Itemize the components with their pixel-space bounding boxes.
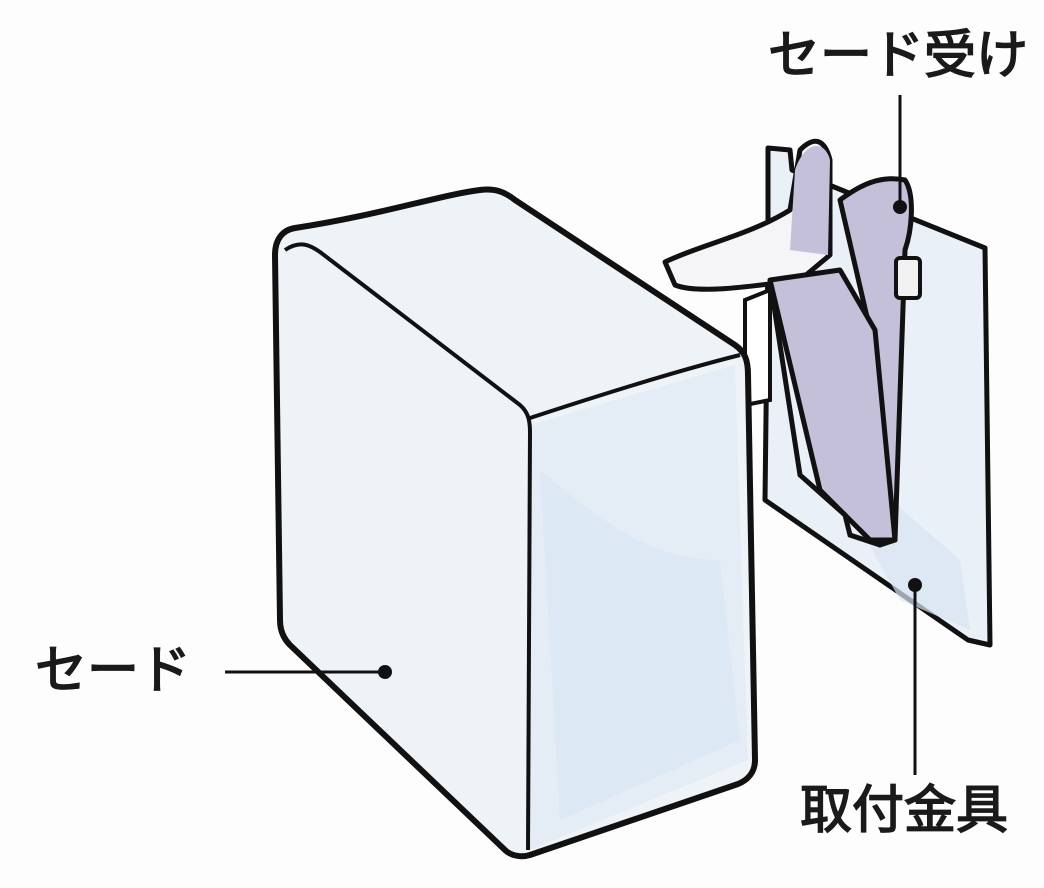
leader-lines [225, 95, 922, 775]
label-mounting-bracket: 取付金具 [800, 781, 1009, 841]
label-shade-receiver: セード受け [768, 26, 1029, 86]
shade-box [272, 186, 758, 860]
label-shade: セード [35, 641, 192, 701]
shade-receiver [662, 138, 922, 548]
